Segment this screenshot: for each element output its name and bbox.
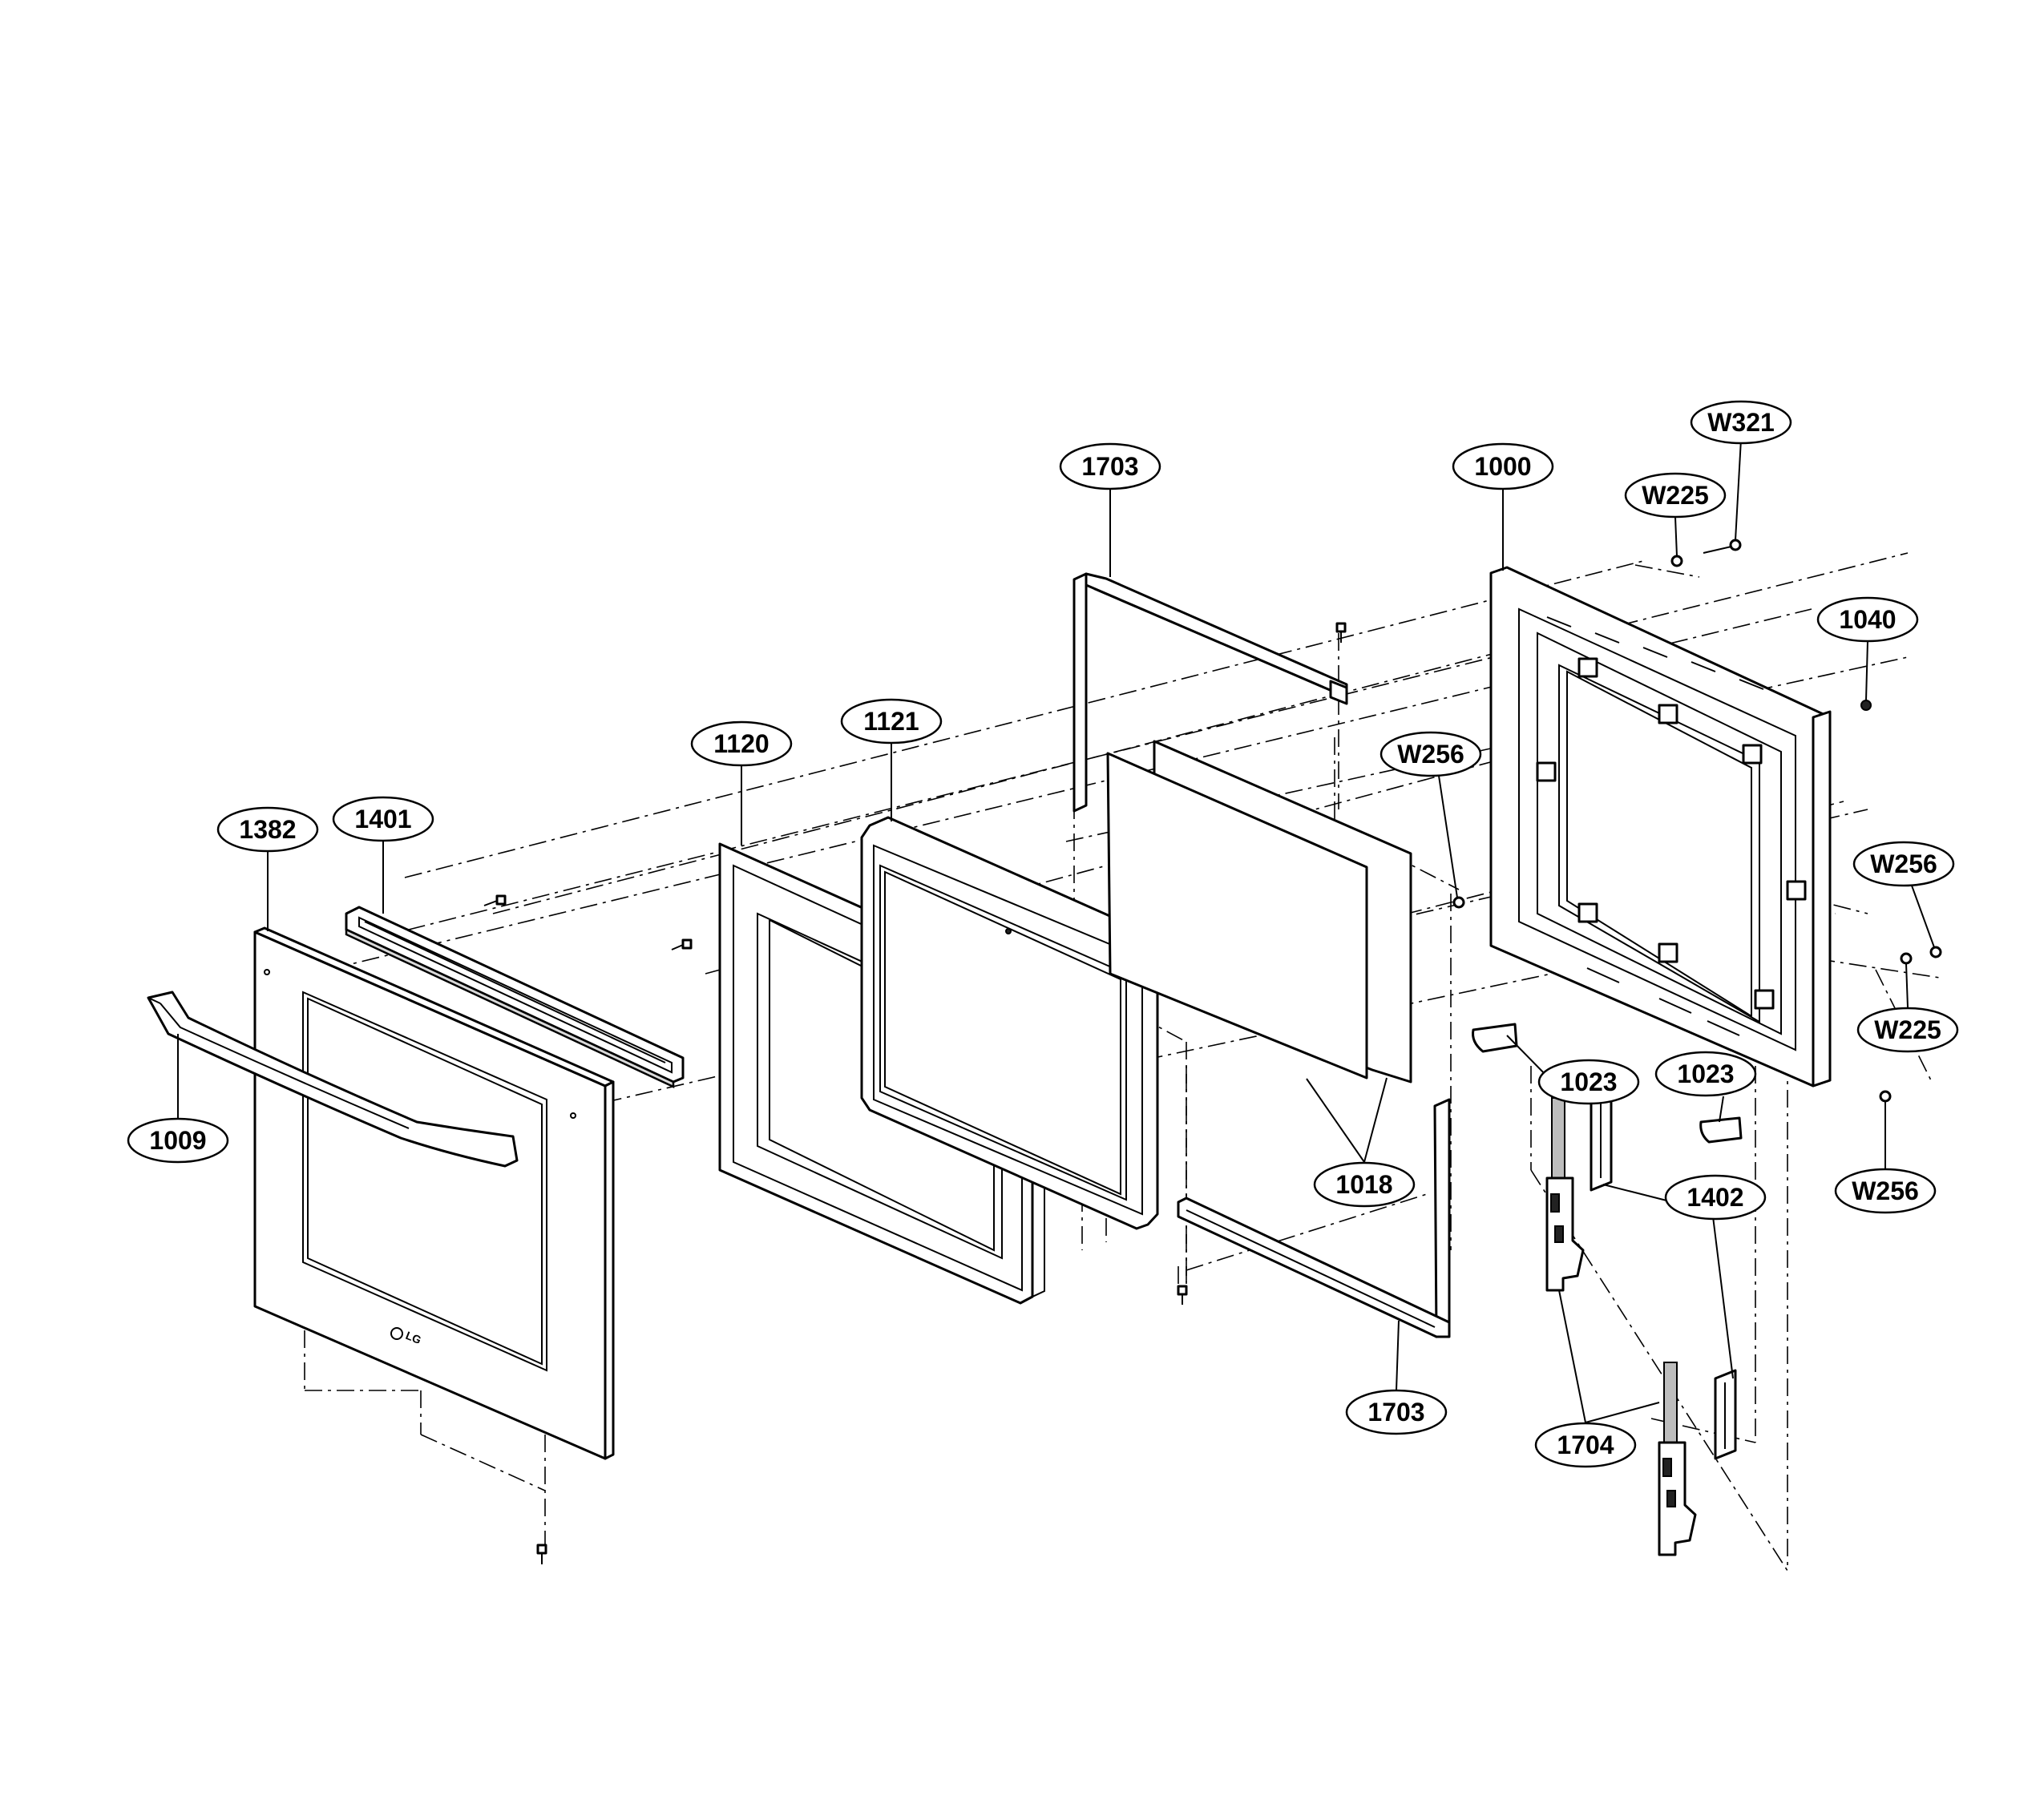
callout-1000: 1000 <box>1452 442 1554 490</box>
door-spacer-1703-bottom <box>1177 1098 1451 1338</box>
callout-label: 1023 <box>1677 1059 1734 1088</box>
callout-label: 1703 <box>1367 1398 1424 1427</box>
callout-label: 1009 <box>149 1126 206 1155</box>
callout-1704: 1704 <box>1534 1422 1637 1468</box>
hinge-cover-1402-upper <box>1590 1080 1613 1192</box>
callout-label: W256 <box>1852 1176 1919 1205</box>
callout-1402: 1402 <box>1664 1174 1767 1221</box>
callout-label: 1402 <box>1687 1183 1743 1212</box>
callout-1703-top: 1703 <box>1059 442 1161 490</box>
screw-bottom-door <box>536 1544 547 1564</box>
bumper-1023-a <box>1472 1023 1518 1053</box>
washer-w256-bottom <box>1879 1090 1892 1103</box>
callout-1023-b: 1023 <box>1654 1051 1757 1097</box>
callout-w256-right: W256 <box>1852 841 1955 887</box>
washer-w225-top <box>1670 555 1683 567</box>
callout-1023-a: 1023 <box>1537 1059 1640 1105</box>
hinge-1704-upper <box>1545 1097 1585 1292</box>
callout-label: 1704 <box>1557 1431 1614 1459</box>
vent-trim-1401 <box>345 906 685 1088</box>
screw-top-center <box>1335 622 1347 643</box>
inner-frame-1121 <box>860 816 1159 1230</box>
callout-label: 1703 <box>1081 452 1138 481</box>
callout-1382: 1382 <box>216 806 319 853</box>
outer-door-panel-1382: LG <box>253 926 615 1460</box>
callout-1040: 1040 <box>1816 596 1919 643</box>
washer-w256-right <box>1929 946 1942 958</box>
door-handle-1009 <box>147 991 519 1168</box>
washer-w225-right <box>1900 952 1913 965</box>
hinge-cover-1402-lower <box>1714 1369 1737 1460</box>
callout-label: W256 <box>1397 740 1464 769</box>
callout-label: 1120 <box>713 729 769 758</box>
callout-1120: 1120 <box>690 720 793 767</box>
callout-label: 1121 <box>863 707 919 736</box>
callout-w256-bottom: W256 <box>1834 1168 1937 1214</box>
callout-label: W225 <box>1642 481 1709 510</box>
hinge-1704-lower <box>1658 1362 1697 1556</box>
callout-1009: 1009 <box>127 1117 229 1164</box>
screw-bottom-center <box>1177 1285 1188 1305</box>
callout-label: 1018 <box>1335 1170 1392 1199</box>
door-liner-1000 <box>1489 566 1832 1088</box>
callout-label: W256 <box>1870 849 1937 878</box>
bumper-1023-b <box>1699 1116 1743 1144</box>
callout-1121: 1121 <box>840 698 943 745</box>
callout-1703-bottom: 1703 <box>1345 1389 1448 1435</box>
screw-1040 <box>1860 700 1872 711</box>
callout-label: 1040 <box>1839 605 1896 634</box>
screw-left-2 <box>671 938 693 950</box>
callout-label: 1401 <box>354 805 411 833</box>
leader-lines <box>177 438 1935 1423</box>
glass-panel-1018 <box>1106 740 1412 1084</box>
callout-w225-right: W225 <box>1856 1007 1959 1053</box>
callout-label: 1382 <box>239 815 296 844</box>
callout-label: W321 <box>1707 408 1775 437</box>
door-spacer-1703-top <box>1072 572 1348 813</box>
brand-logo: LG <box>404 1329 423 1346</box>
callout-w321: W321 <box>1690 400 1792 445</box>
callout-label: W225 <box>1874 1015 1941 1044</box>
callout-w225-top: W225 <box>1624 472 1727 519</box>
callout-label: 1023 <box>1560 1067 1617 1096</box>
screw-left-1 <box>483 894 507 906</box>
screw-w321 <box>1703 539 1742 554</box>
callout-1018: 1018 <box>1313 1161 1416 1208</box>
callout-w256-mid: W256 <box>1379 731 1482 777</box>
washer-w256-mid <box>1452 896 1465 909</box>
callout-1401: 1401 <box>332 796 434 842</box>
callout-label: 1000 <box>1474 452 1531 481</box>
